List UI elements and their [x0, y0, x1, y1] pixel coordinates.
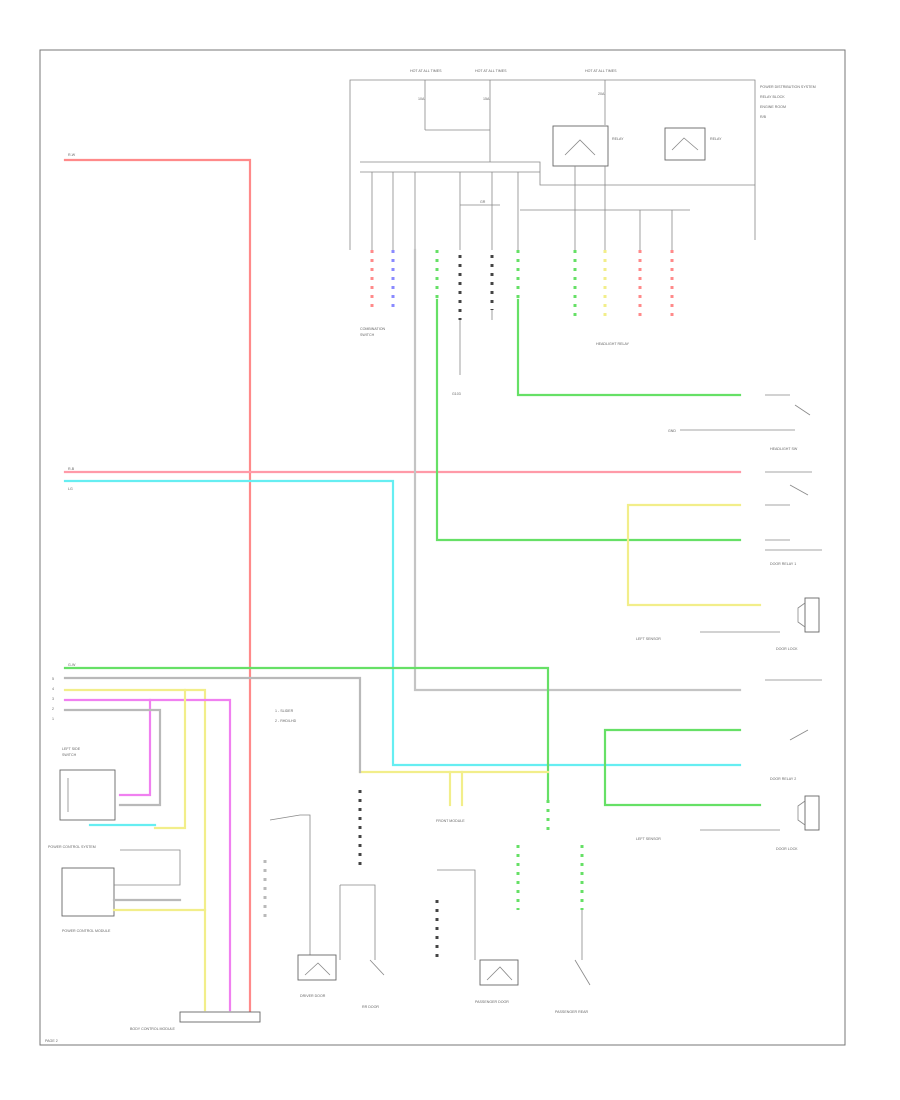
green-wire-1 — [435, 298, 742, 542]
door-lock-1-label: DOOR LOCK — [776, 647, 798, 651]
body-control-module — [179, 1011, 261, 1023]
door-relay-1-label: DOOR RELAY 1 — [770, 562, 796, 566]
left-sensor-label: LEFT SENSOR — [636, 637, 661, 641]
top-power-section: HOT AT ALL TIMES HOT AT ALL TIMES HOT AT… — [349, 69, 816, 396]
driver-door-switch — [297, 954, 337, 981]
svg-text:COMBINATION: COMBINATION — [360, 327, 385, 331]
svg-text:GR: GR — [480, 200, 486, 204]
legend-1: 1 - SLIDER — [275, 709, 294, 713]
fuse-label-left: HOT AT ALL TIMES — [410, 69, 442, 73]
rr-door-label: RR DOOR — [362, 1005, 379, 1009]
svg-text:R-B: R-B — [68, 467, 75, 471]
door-lock-actuator-2 — [804, 795, 820, 831]
right-components: GND HEADLIGHT SW DOOR RELAY 1 LEFT SENSO… — [636, 394, 822, 851]
svg-text:RELAY: RELAY — [710, 137, 722, 141]
svg-text:LEFT SIDE: LEFT SIDE — [62, 747, 81, 751]
svg-text:1: 1 — [52, 717, 54, 721]
power-control-label: POWER CONTROL SYSTEM — [48, 845, 96, 849]
svg-text:3: 3 — [52, 697, 54, 701]
driver-door-label: DRIVER DOOR — [300, 994, 326, 998]
passenger-door-switch — [479, 959, 519, 986]
yellow-wire-right — [626, 503, 762, 607]
headlight-relay-box — [552, 125, 609, 167]
svg-text:ENGINE ROOM: ENGINE ROOM — [760, 105, 786, 109]
left-bottom-section: 5 4 3 2 1 LEFT SIDE SWITCH POWER CONTROL… — [45, 676, 591, 1043]
svg-text:2: 2 — [52, 707, 54, 711]
svg-text:SWITCH: SWITCH — [62, 753, 77, 757]
front-module-label: FRONT MODULE — [436, 819, 465, 823]
aux-relay-box — [664, 127, 706, 161]
door-lock-2-label: DOOR LOCK — [776, 847, 798, 851]
svg-text:15A: 15A — [483, 97, 490, 101]
svg-text:5: 5 — [52, 677, 54, 681]
svg-text:LG: LG — [68, 487, 73, 491]
svg-text:R-W: R-W — [68, 153, 76, 157]
left-sensor-2-label: LEFT SENSOR — [636, 837, 661, 841]
headlight-relay-label: HEADLIGHT RELAY — [596, 342, 630, 346]
headlight-sw-label: HEADLIGHT SW — [770, 447, 798, 451]
svg-text:10A: 10A — [418, 97, 425, 101]
relay-note: POWER DISTRIBUTION SYSTEM — [760, 85, 816, 89]
svg-text:20A: 20A — [598, 92, 605, 96]
page-ref: PAGE 2 — [45, 1039, 58, 1043]
power-control-switch — [59, 769, 116, 821]
ground-top-label: G103 — [452, 392, 461, 396]
door-relay-2-label: DOOR RELAY 2 — [770, 777, 796, 781]
svg-text:RELAY: RELAY — [612, 137, 624, 141]
legend-2: 2 - RHD/LHD — [275, 719, 297, 723]
red-wire-main — [63, 158, 252, 1022]
main-wires: R-W R-B LG G-W — [63, 153, 762, 1022]
cyan-wire — [63, 479, 742, 767]
door-lock-actuator-1 — [804, 597, 820, 633]
svg-text:4: 4 — [52, 687, 54, 691]
svg-text:SWITCH: SWITCH — [360, 333, 375, 337]
fuse-label-mid: HOT AT ALL TIMES — [475, 69, 507, 73]
passenger-rear-label: PASSENGER REAR — [555, 1010, 588, 1014]
green-wire-2 — [516, 298, 742, 397]
passenger-door-label: PASSENGER DOOR — [475, 1000, 509, 1004]
svg-text:RELAY BLOCK: RELAY BLOCK — [760, 95, 785, 99]
diagram-frame — [39, 49, 846, 1046]
module-left-label: POWER CONTROL MODULE — [62, 929, 111, 933]
green-wire-right — [603, 728, 762, 807]
green-wire-3 — [63, 666, 550, 802]
bottom-left-label: BODY CONTROL MODULE — [130, 1027, 176, 1031]
svg-text:G-W: G-W — [68, 663, 76, 667]
power-control-module — [61, 867, 115, 917]
svg-text:GND: GND — [668, 429, 676, 433]
gray-wire — [413, 248, 742, 692]
svg-text:R/B: R/B — [760, 115, 767, 119]
fuse-label-right: HOT AT ALL TIMES — [585, 69, 617, 73]
